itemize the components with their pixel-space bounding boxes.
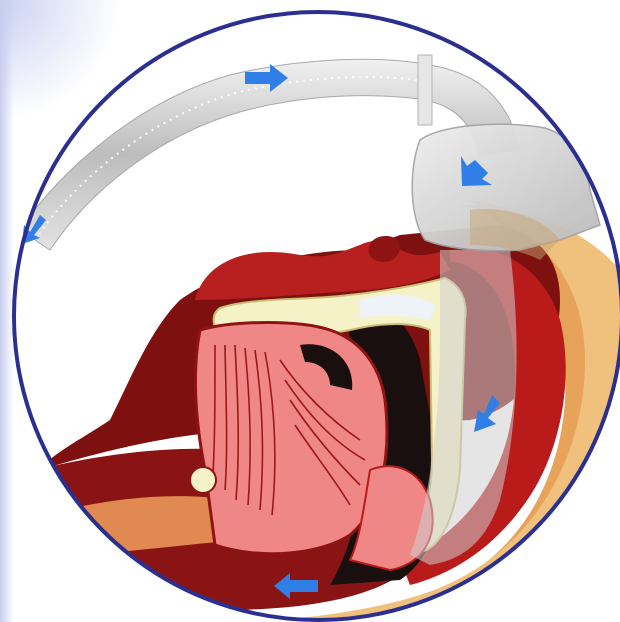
hyoid-bone xyxy=(190,467,216,493)
hose-connector xyxy=(418,55,432,125)
